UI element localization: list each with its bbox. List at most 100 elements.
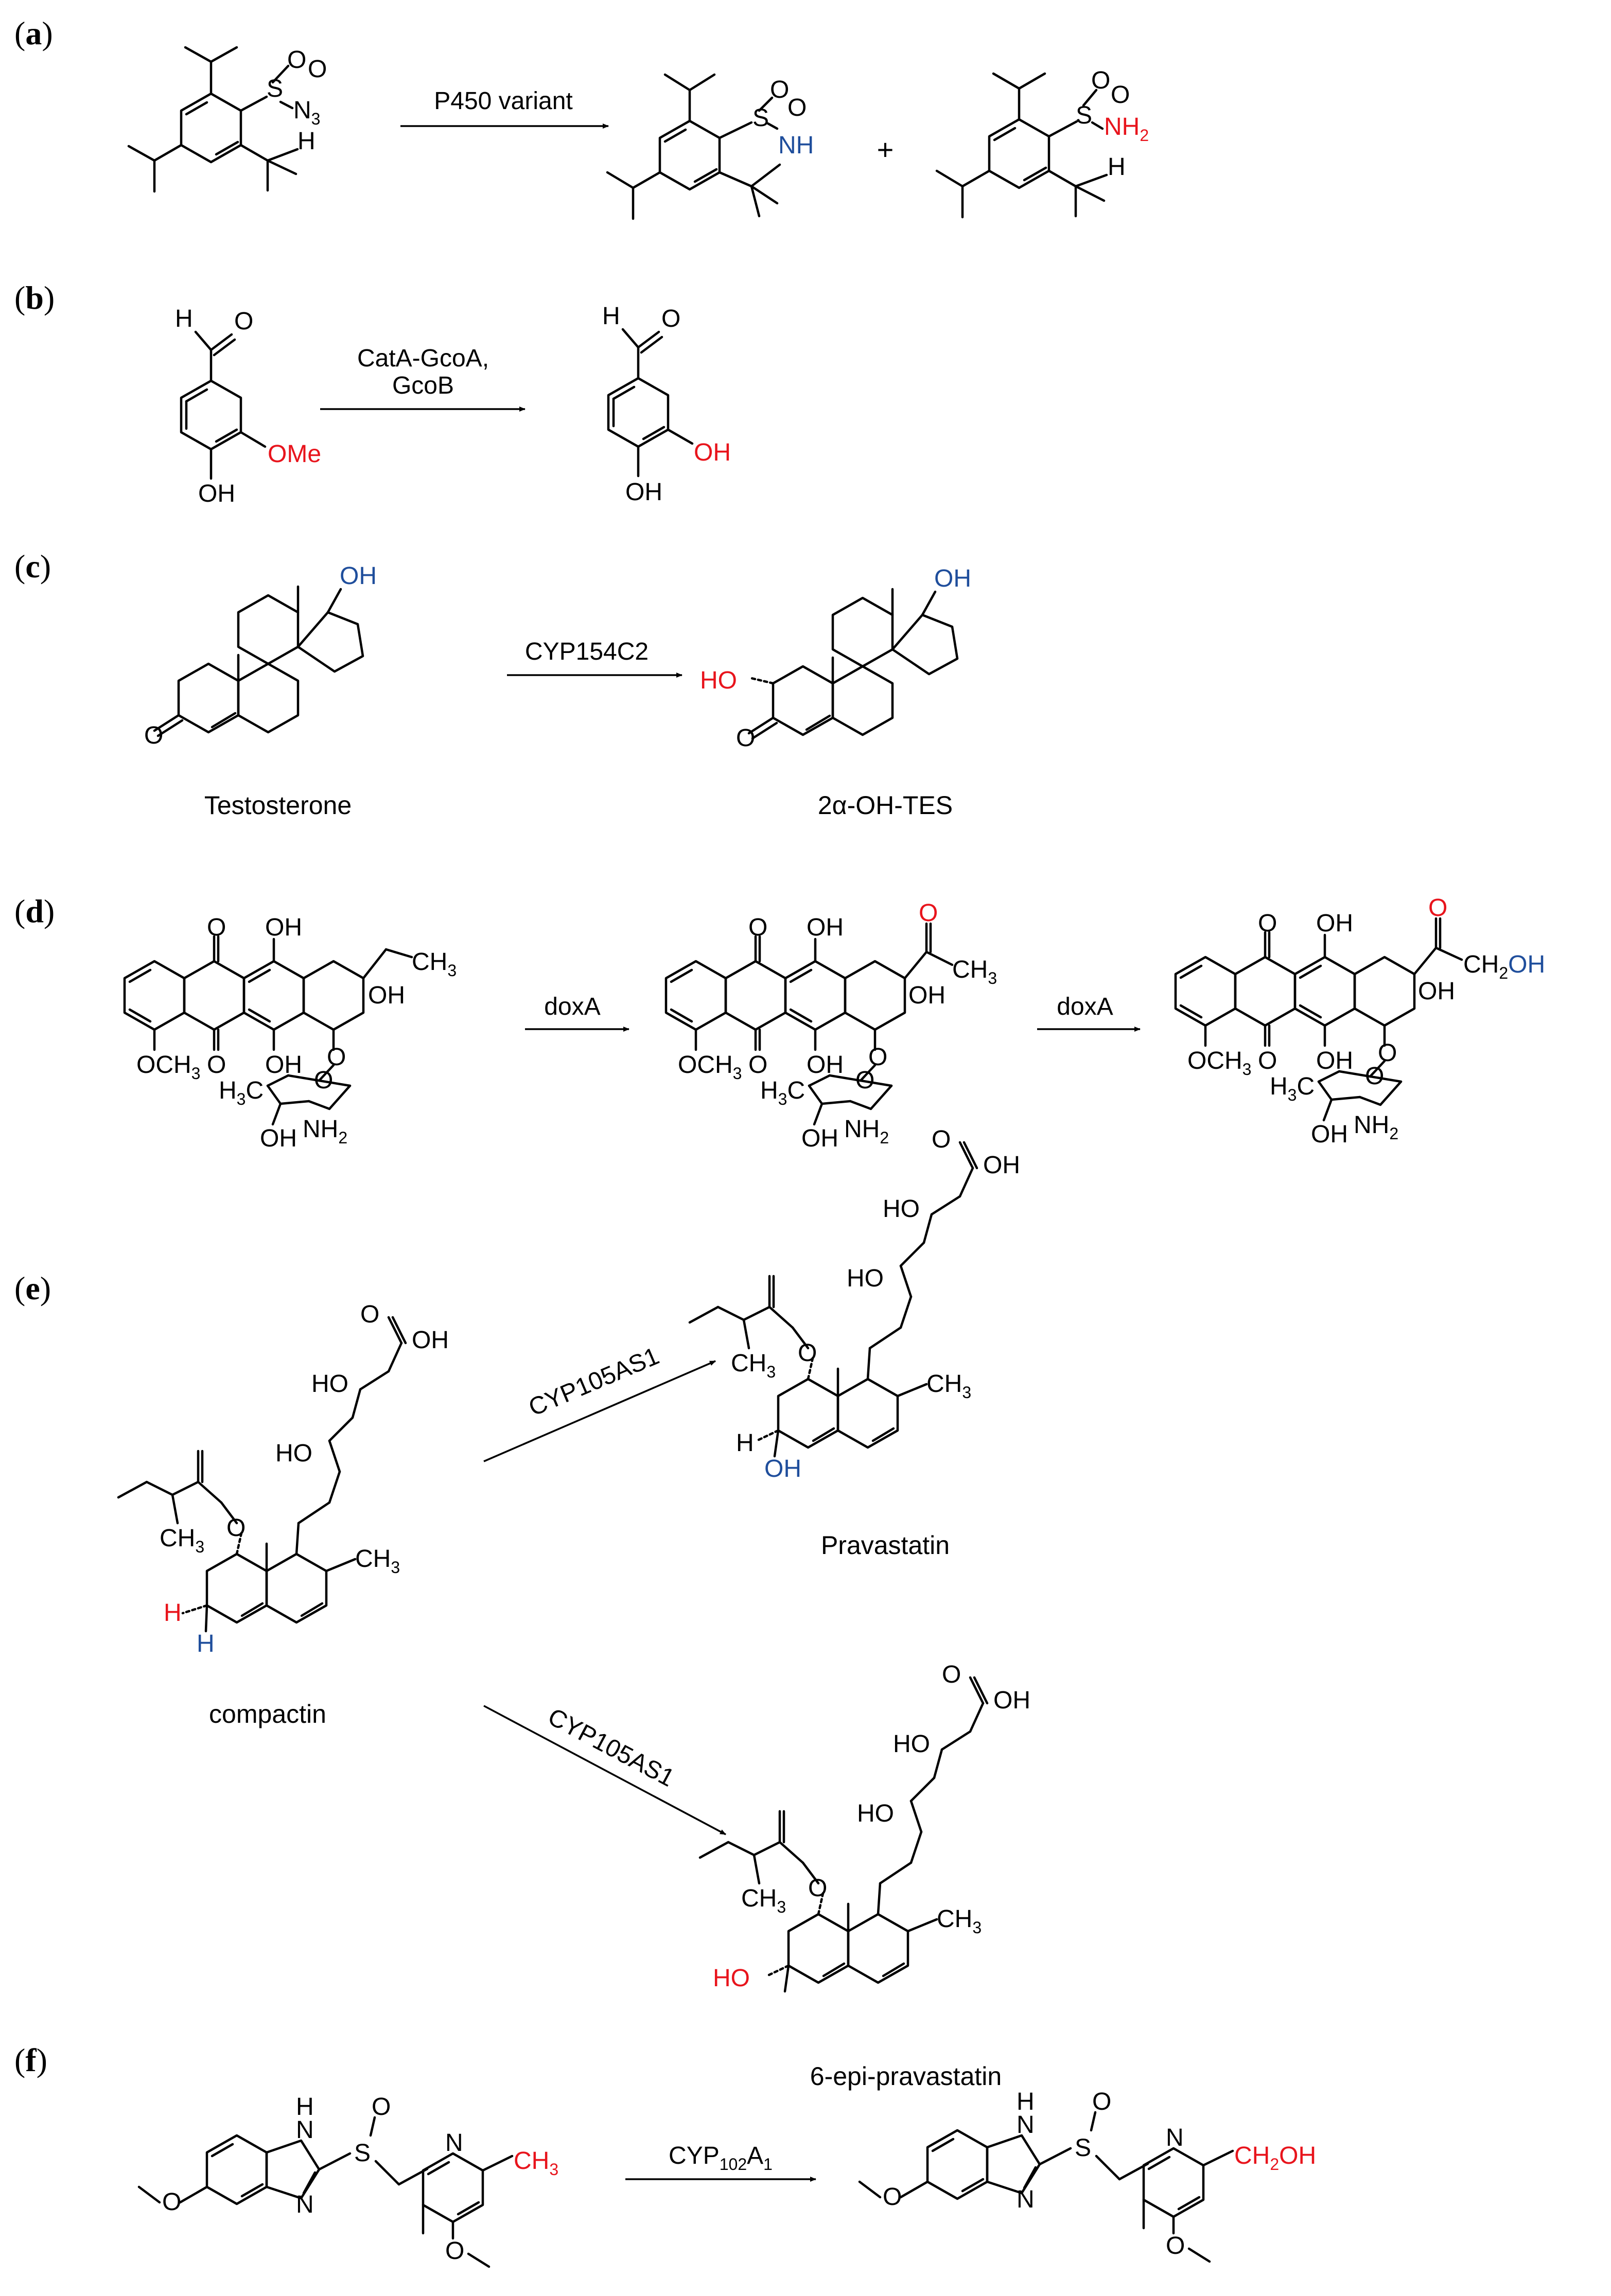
panel-a: (a) S O O N3 H P450 variant (14, 15, 1149, 220)
panel-e-pravastatin-structure (688, 1141, 978, 1458)
panel-e-product-1-name: Pravastatin (821, 1531, 950, 1560)
panel-e-compactin-ch3-1: CH3 (160, 1525, 204, 1556)
panel-b-product-structure (607, 328, 694, 478)
panel-c-product-ketone-o: O (736, 725, 755, 752)
panel-a-label: (a) (14, 15, 53, 51)
panel-d-product-quinone-o-2: O (1258, 1047, 1277, 1074)
panel-d-substrate-ethyl-ch3: CH3 (412, 948, 457, 980)
panel-d-product-structure (1174, 917, 1463, 1122)
panel-e-pravastatin-new-oh: OH (764, 1455, 801, 1482)
panel-d-product-tertiary-oh: OH (1418, 978, 1455, 1005)
panel-d-label: (d) (14, 893, 55, 929)
panel-d-substrate-glycosidic-o: O (327, 1044, 346, 1071)
panel-c-reagent: CYP154C2 (525, 638, 649, 665)
panel-f-substrate-methyl-target: CH3 (514, 2147, 558, 2179)
panel-e-epi-pravastatin-structure (698, 1676, 989, 1993)
panel-d-substrate-sugar-ring-o: O (314, 1067, 333, 1094)
panel-a-substrate-oxygen-1: O (287, 46, 306, 74)
panel-d-substrate-structure (123, 935, 413, 1126)
panel-a-substrate-oxygen-2: O (308, 56, 327, 83)
panel-d-product-quinone-o-1: O (1258, 910, 1277, 937)
panel-b: (b) H O OMe OH CatA-GcoA, GcoB H O OH OH (14, 279, 731, 507)
panel-a-reagent: P450 variant (434, 87, 573, 115)
panel-d-intermediate-oh-1: OH (807, 914, 844, 941)
panel-d-product-oh-1: OH (1316, 910, 1353, 937)
panel-b-product-aldehyde-h: H (602, 303, 620, 330)
panel-e-pravastatin-acid-oh: OH (983, 1152, 1020, 1179)
panel-e-epi-ch3-2: CH3 (937, 1905, 982, 1937)
panel-f-product-imidazole-n2: N (1017, 2186, 1035, 2213)
panel-e-pravastatin-h: H (736, 1429, 754, 1457)
panel-e-pravastatin-ho-1: HO (883, 1195, 920, 1223)
panel-a-substrate-structure (127, 46, 299, 193)
panel-d-intermediate-sugar-nh2: NH2 (844, 1116, 889, 1147)
panel-e-pravastatin-ester-o: O (798, 1339, 817, 1367)
panel-e-pravastatin-ho-2: HO (847, 1265, 884, 1292)
panel-e-reagent-1: CYP105AS1 (525, 1343, 663, 1422)
panel-b-product-hydroxyl: OH (625, 479, 662, 506)
panel-d-intermediate-sugar-ring-o: O (855, 1067, 874, 1094)
panel-c-product-name: 2α-OH-TES (818, 791, 953, 820)
panel-d-intermediate-oh-2: OH (807, 1051, 844, 1079)
panel-f-substrate-structure (137, 2116, 514, 2268)
panel-e-compactin-ho-1: HO (311, 1370, 348, 1398)
panel-d-substrate-oh-2: OH (265, 1051, 302, 1079)
panel-f-product-imidazole-h: H (1017, 2088, 1035, 2115)
panel-d-product-oh-2: OH (1316, 1047, 1353, 1074)
panel-f-label: (f) (14, 2042, 47, 2078)
panel-d-substrate-oh-1: OH (265, 914, 302, 941)
panel-c-product-2-alpha-hydroxyl: HO (700, 667, 737, 694)
panel-d-product-sugar-h3c: H3C (1270, 1073, 1315, 1104)
panel-a-sultam-oxygen-1: O (770, 76, 789, 103)
panel-e-pravastatin-acid-o: O (932, 1126, 951, 1153)
panel-d-product-sugar-oh: OH (1311, 1121, 1348, 1148)
panel-a-sulfonamide-hydrogen: H (1108, 153, 1126, 181)
panel-b-product-new-hydroxyl: OH (694, 439, 731, 466)
panel-d-intermediate-structure (664, 922, 954, 1126)
panel-e-epi-ester-o: O (808, 1875, 827, 1902)
panel-d-reagent-2: doxA (1057, 993, 1113, 1020)
panel-d-intermediate-quinone-o-2: O (748, 1051, 767, 1079)
panel-d-intermediate-acetyl-ch3: CH3 (952, 956, 997, 987)
panel-f-substrate-sulfoxide-o: O (372, 2093, 391, 2121)
panel-b-substrate-hydroxyl: OH (198, 480, 235, 507)
panel-d-intermediate-glycosidic-o: O (868, 1044, 887, 1071)
panel-d-reagent-1: doxA (544, 993, 600, 1020)
panel-f-product-methoxy-o: O (883, 2183, 902, 2211)
panel-b-substrate-methoxy: OMe (268, 440, 321, 468)
panel-e-product-2-name: 6-epi-pravastatin (810, 2062, 1002, 2091)
panel-a-substrate-hydrogen: H (297, 128, 316, 155)
panel-d-intermediate-tertiary-oh: OH (908, 982, 945, 1009)
panel-f-substrate-methoxy-o: O (162, 2188, 181, 2216)
panel-f-product-pyridine-n: N (1166, 2124, 1184, 2151)
panel-e-pravastatin-ch3-2: CH3 (926, 1370, 971, 1402)
panel-f-substrate-imidazole-n1: N (296, 2116, 314, 2144)
panel-e-substrate-name: compactin (209, 1700, 326, 1728)
panel-d-substrate-sugar-nh2: NH2 (303, 1116, 347, 1147)
panel-e-compactin-acid-o: O (360, 1301, 379, 1328)
panel-b-reagent-line-2: GcoB (392, 372, 454, 399)
panel-a-sultam-oxygen-2: O (787, 94, 807, 121)
panel-f-substrate-imidazole-h: H (296, 2093, 314, 2121)
panel-c-testosterone-structure (153, 585, 364, 737)
panel-e-epi-acid-o: O (942, 1661, 961, 1688)
panel-b-substrate-aldehyde-o: O (234, 308, 253, 335)
panel-f-substrate-imidazole-n2: N (296, 2191, 314, 2218)
panel-a-sultam-nh: NH (778, 132, 814, 159)
panel-e-pravastatin-ch3-1: CH3 (731, 1350, 776, 1381)
panel-f-substrate-pyridine-n: N (445, 2129, 463, 2157)
panel-a-sulfonamide-oxygen-2: O (1111, 81, 1130, 109)
panel-c-label: (c) (14, 548, 51, 585)
panel-c-testosterone-17-oh: OH (340, 562, 377, 590)
panel-f-product-imidazole-n1: N (1017, 2111, 1035, 2139)
panel-e-compactin-ch3-2: CH3 (355, 1545, 400, 1577)
panel-e-epi-acid-oh: OH (993, 1687, 1030, 1714)
panel-c-testosterone-ketone-o: O (144, 722, 163, 749)
panel-d: (d) O OH O OH O CH3 CH3 OH O H3C O (14, 893, 1545, 1152)
panel-e-compactin-structure (117, 1316, 407, 1633)
panel-e-reaction-arrow-2 (483, 1705, 726, 1835)
panel-f-product-sulfoxide-s: S (1075, 2134, 1091, 2162)
panel-a-plus-sign: + (877, 133, 894, 166)
panel-f-product-structure (858, 2111, 1234, 2263)
panel-f: (f) H N N O S O N CH3 O CYP102A1 (14, 2042, 1316, 2268)
